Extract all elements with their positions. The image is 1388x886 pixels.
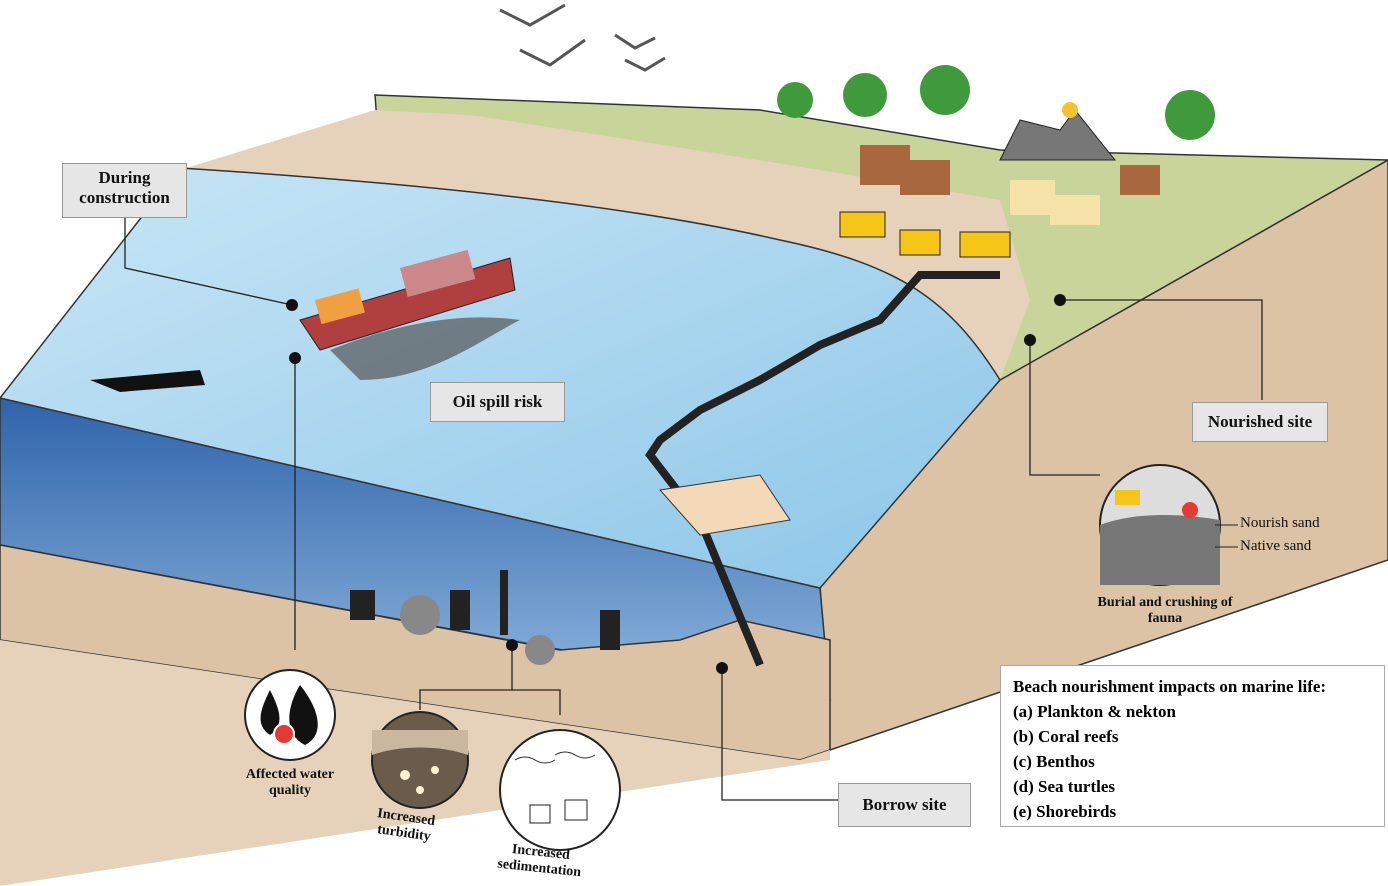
houses-icon (860, 145, 1160, 225)
water-quality-label: Affected water quality (245, 767, 335, 798)
bulldozer-icon (899, 229, 941, 256)
legend-item: (b) Coral reefs (1013, 727, 1119, 746)
sedimentation-icon (499, 729, 621, 851)
nourished-site-label: Nourished site (1192, 402, 1328, 442)
leader-lines (124, 217, 1263, 801)
ship-icon (299, 249, 516, 351)
native-sand-label: Native sand (1240, 538, 1312, 554)
seagulls-icon (499, 3, 666, 72)
legend-item: (d) Sea turtles (1013, 777, 1115, 796)
palm-trees-icon (777, 65, 1215, 140)
oil-spill (330, 317, 520, 380)
marker-dots (286, 294, 1066, 674)
nourish-sand-label: Nourish sand (1240, 515, 1320, 531)
water-quality-icon (244, 669, 336, 761)
dredger-icon (659, 474, 791, 536)
sun-icon (1062, 102, 1078, 118)
legend-item: (a) Plankton & nekton (1013, 702, 1176, 721)
borrow-site-label: Borrow site (838, 783, 971, 827)
beach-sand (180, 110, 1030, 380)
coral-reefs-icon (350, 570, 620, 665)
factory-icon (999, 109, 1117, 161)
excavator-icon (959, 231, 1011, 258)
truck-icon (839, 211, 886, 238)
impacts-legend: Beach nourishment impacts on marine life… (1000, 665, 1385, 827)
legend-item: (e) Shorebirds (1013, 802, 1117, 821)
burial-label: Burial and crushing of fauna (1097, 595, 1233, 626)
speedboat-icon (90, 370, 205, 392)
burial-fauna-icon (1099, 464, 1221, 586)
turbidity-icon (371, 711, 469, 809)
during-construction-label: During construction (62, 163, 187, 218)
oil-spill-label: Oil spill risk (430, 382, 565, 422)
legend-item: (c) Benthos (1013, 752, 1095, 771)
legend-title: Beach nourishment impacts on marine life… (1013, 677, 1327, 696)
